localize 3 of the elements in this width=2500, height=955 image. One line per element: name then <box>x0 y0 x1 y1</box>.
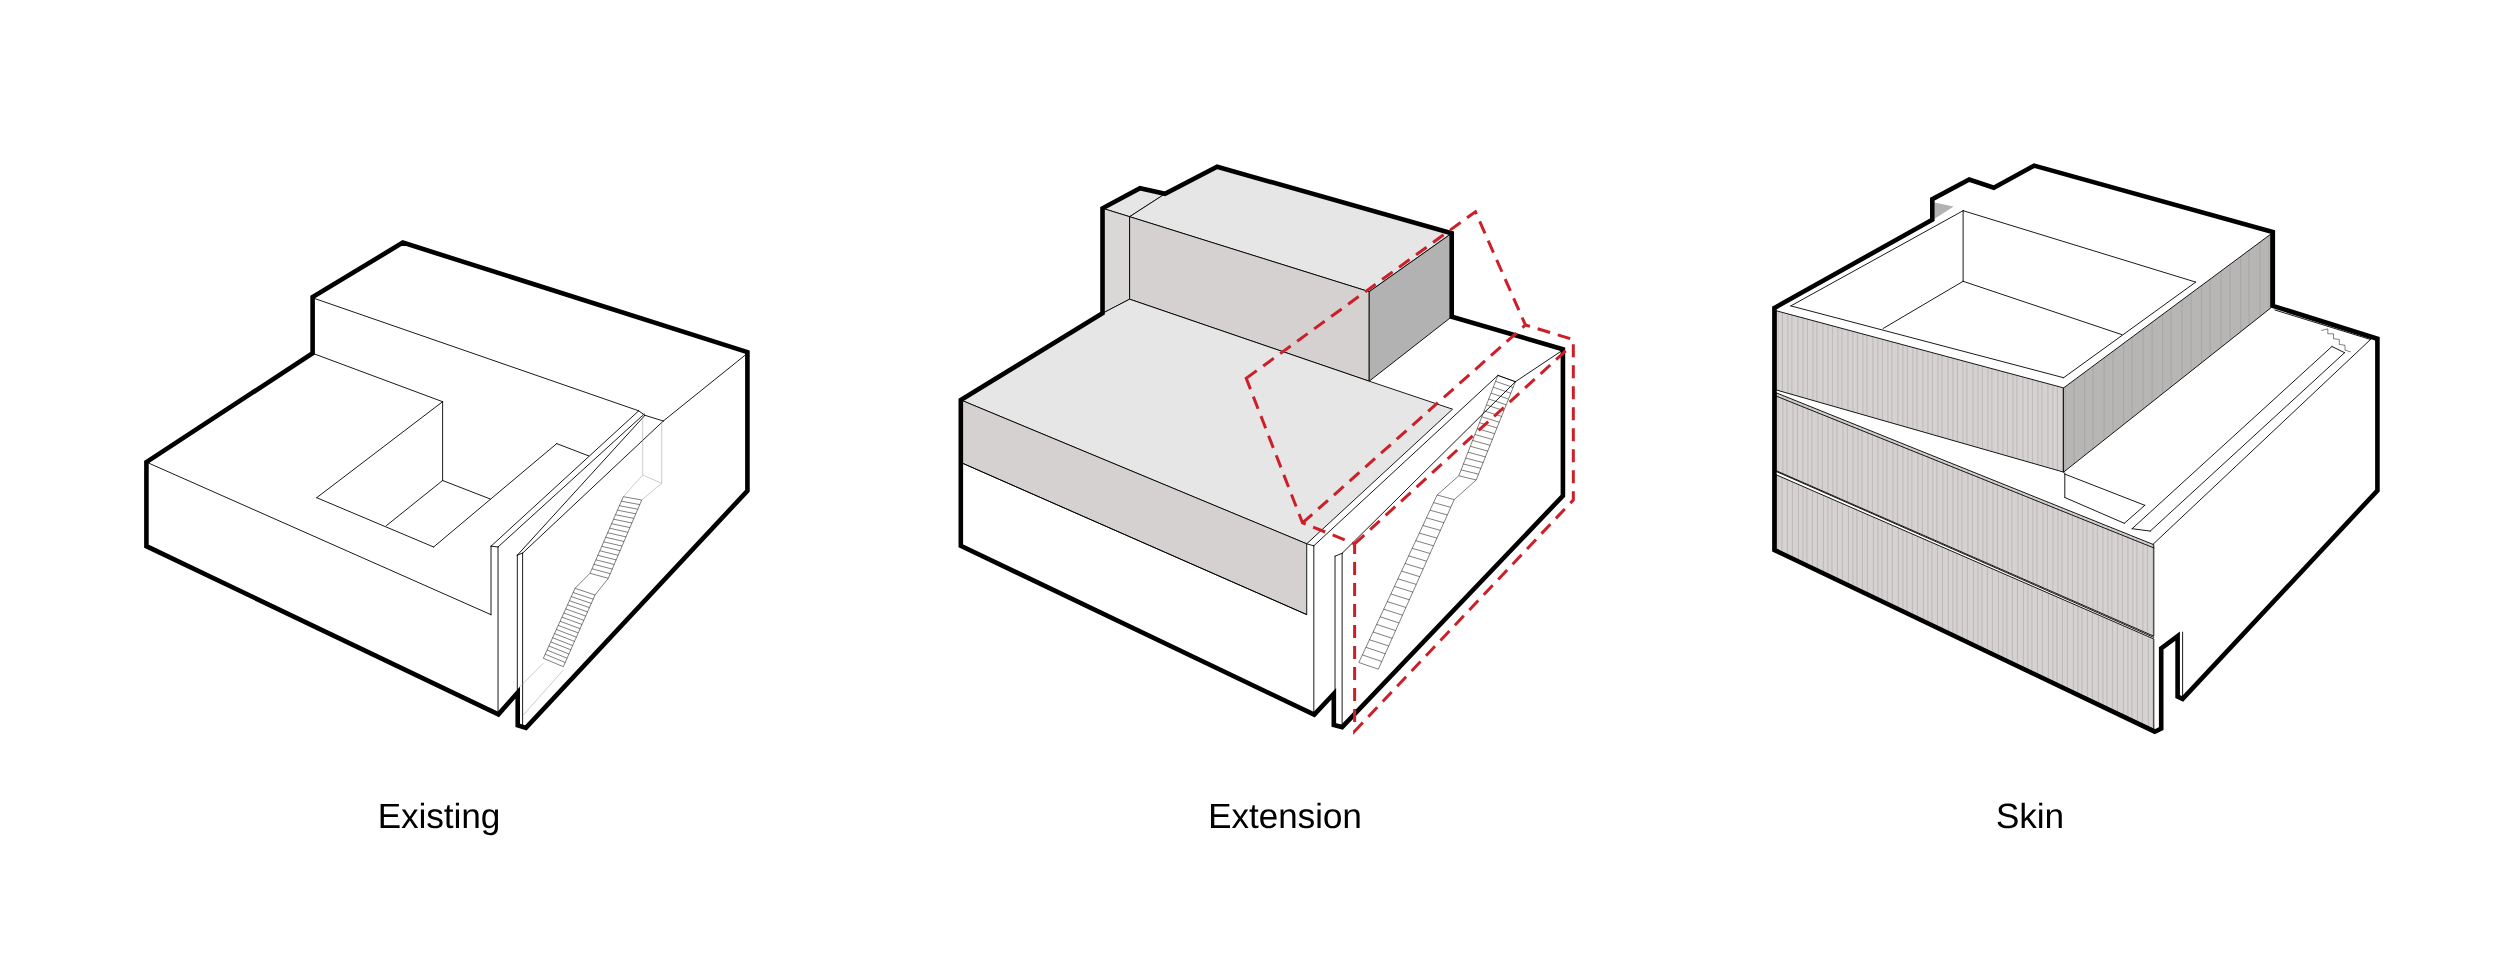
caption-label: Skin <box>1997 802 2062 829</box>
caption-label: Existing <box>380 802 498 836</box>
caption-label: Extension <box>1211 802 1360 829</box>
